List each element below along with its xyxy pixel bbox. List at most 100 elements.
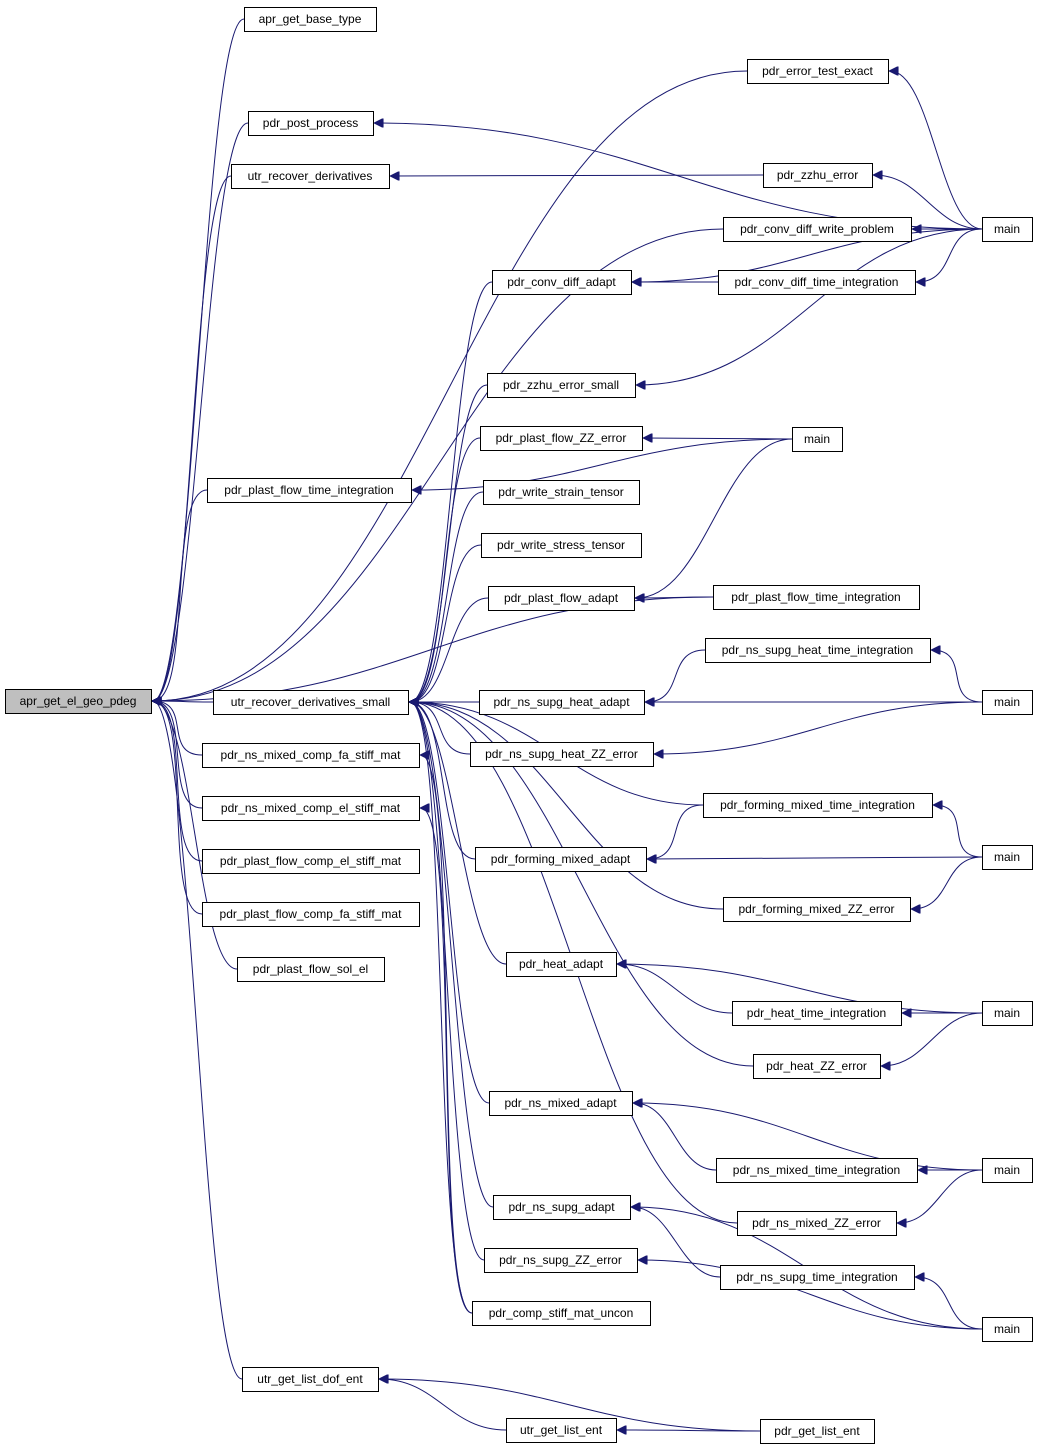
node-box[interactable]: [213, 690, 409, 715]
graph-node-n1[interactable]: apr_get_base_type: [244, 7, 377, 32]
graph-node-n37[interactable]: pdr_ns_mixed_time_integration: [716, 1158, 918, 1183]
node-box[interactable]: [202, 849, 420, 874]
node-box[interactable]: [475, 847, 647, 872]
node-box[interactable]: [202, 796, 420, 821]
graph-node-n32[interactable]: pdr_plast_flow_sol_el: [237, 957, 385, 982]
node-box[interactable]: [763, 163, 873, 188]
graph-node-n42[interactable]: pdr_ns_supg_time_integration: [720, 1265, 915, 1290]
graph-node-n43[interactable]: pdr_comp_stiff_mat_uncon: [472, 1301, 651, 1326]
graph-node-n28[interactable]: pdr_plast_flow_comp_el_stiff_mat: [202, 849, 420, 874]
graph-node-n46[interactable]: utr_get_list_ent: [506, 1418, 617, 1443]
node-box[interactable]: [982, 1317, 1033, 1342]
node-box[interactable]: [737, 1211, 897, 1236]
node-label: pdr_ns_mixed_adapt: [504, 1096, 617, 1110]
node-box[interactable]: [202, 743, 420, 768]
node-box[interactable]: [237, 957, 385, 982]
node-label: apr_get_base_type: [259, 12, 362, 26]
graph-node-n9[interactable]: pdr_conv_diff_time_integration: [718, 270, 916, 295]
graph-node-n25[interactable]: pdr_ns_mixed_comp_el_stiff_mat: [202, 796, 420, 821]
graph-node-n8[interactable]: pdr_conv_diff_adapt: [492, 270, 632, 295]
graph-node-n29[interactable]: pdr_forming_mixed_ZZ_error: [723, 897, 911, 922]
node-box[interactable]: [705, 638, 931, 663]
node-box[interactable]: [481, 533, 642, 558]
node-box[interactable]: [723, 217, 912, 242]
graph-node-n36[interactable]: pdr_ns_mixed_adapt: [489, 1091, 633, 1116]
node-box[interactable]: [248, 111, 374, 136]
graph-node-n27[interactable]: main: [982, 845, 1033, 870]
graph-node-n5[interactable]: pdr_zzhu_error: [763, 163, 873, 188]
graph-node-n44[interactable]: main: [982, 1317, 1033, 1342]
graph-node-n7[interactable]: pdr_conv_diff_write_problem: [723, 217, 912, 242]
node-box[interactable]: [718, 270, 916, 295]
node-box[interactable]: [753, 1054, 881, 1079]
graph-node-n39[interactable]: pdr_ns_mixed_ZZ_error: [737, 1211, 897, 1236]
graph-node-n45[interactable]: utr_get_list_dof_ent: [242, 1367, 379, 1392]
node-box[interactable]: [483, 480, 640, 505]
graph-node-n2[interactable]: pdr_error_test_exact: [747, 59, 889, 84]
node-box[interactable]: [488, 586, 635, 611]
node-box[interactable]: [207, 478, 412, 503]
graph-node-n4[interactable]: utr_recover_derivatives: [231, 164, 390, 189]
graph-node-n24[interactable]: pdr_forming_mixed_time_integration: [703, 793, 933, 818]
graph-node-n15[interactable]: pdr_write_stress_tensor: [481, 533, 642, 558]
graph-node-n30[interactable]: pdr_plast_flow_comp_fa_stiff_mat: [202, 902, 420, 927]
node-box[interactable]: [5, 689, 152, 714]
node-box[interactable]: [703, 793, 933, 818]
graph-node-n18[interactable]: pdr_ns_supg_heat_time_integration: [705, 638, 931, 663]
node-box[interactable]: [470, 742, 654, 767]
node-box[interactable]: [484, 1248, 638, 1273]
edge-line: [648, 857, 983, 859]
graph-node-n26[interactable]: pdr_forming_mixed_adapt: [475, 847, 647, 872]
node-box[interactable]: [506, 952, 617, 977]
node-box[interactable]: [244, 7, 377, 32]
graph-node-n16[interactable]: pdr_plast_flow_adapt: [488, 586, 635, 611]
graph-node-n31[interactable]: pdr_heat_adapt: [506, 952, 617, 977]
node-box[interactable]: [732, 1001, 902, 1026]
node-box[interactable]: [792, 427, 843, 452]
node-box[interactable]: [492, 270, 632, 295]
node-box[interactable]: [480, 426, 643, 451]
node-box[interactable]: [982, 217, 1033, 242]
node-box[interactable]: [720, 1265, 915, 1290]
graph-node-n10[interactable]: pdr_zzhu_error_small: [487, 373, 636, 398]
node-box[interactable]: [202, 902, 420, 927]
node-box[interactable]: [982, 1001, 1033, 1026]
node-box[interactable]: [479, 690, 645, 715]
node-box[interactable]: [982, 690, 1033, 715]
graph-node-n33[interactable]: pdr_heat_time_integration: [732, 1001, 902, 1026]
node-box[interactable]: [493, 1195, 631, 1220]
node-box[interactable]: [487, 373, 636, 398]
graph-node-n6[interactable]: main: [982, 217, 1033, 242]
node-box[interactable]: [716, 1158, 918, 1183]
graph-node-n12[interactable]: main: [792, 427, 843, 452]
node-box[interactable]: [472, 1301, 651, 1326]
graph-node-n20[interactable]: pdr_ns_supg_heat_adapt: [479, 690, 645, 715]
node-box[interactable]: [489, 1091, 633, 1116]
graph-node-n23[interactable]: pdr_ns_supg_heat_ZZ_error: [470, 742, 654, 767]
graph-node-n34[interactable]: main: [982, 1001, 1033, 1026]
graph-node-n13[interactable]: pdr_plast_flow_time_integration: [207, 478, 412, 503]
graph-node-n47[interactable]: pdr_get_list_ent: [760, 1419, 875, 1444]
graph-node-n3[interactable]: pdr_post_process: [248, 111, 374, 136]
node-box[interactable]: [723, 897, 911, 922]
node-box[interactable]: [982, 1158, 1033, 1183]
graph-node-n14[interactable]: pdr_write_strain_tensor: [483, 480, 640, 505]
node-box[interactable]: [747, 59, 889, 84]
graph-node-n40[interactable]: pdr_ns_supg_adapt: [493, 1195, 631, 1220]
graph-node-n21[interactable]: main: [982, 690, 1033, 715]
graph-node-n0[interactable]: apr_get_el_geo_pdeg: [5, 689, 152, 714]
graph-node-n11[interactable]: pdr_plast_flow_ZZ_error: [480, 426, 643, 451]
node-box[interactable]: [242, 1367, 379, 1392]
node-box[interactable]: [760, 1419, 875, 1444]
graph-node-n41[interactable]: pdr_ns_supg_ZZ_error: [484, 1248, 638, 1273]
graph-node-n35[interactable]: pdr_heat_ZZ_error: [753, 1054, 881, 1079]
graph-node-n38[interactable]: main: [982, 1158, 1033, 1183]
node-label: pdr_ns_supg_heat_time_integration: [722, 643, 913, 657]
node-box[interactable]: [982, 845, 1033, 870]
node-box[interactable]: [231, 164, 390, 189]
graph-node-n19[interactable]: utr_recover_derivatives_small: [213, 690, 409, 715]
node-box[interactable]: [713, 585, 920, 610]
graph-node-n22[interactable]: pdr_ns_mixed_comp_fa_stiff_mat: [202, 743, 420, 768]
node-box[interactable]: [506, 1418, 617, 1443]
graph-node-n17[interactable]: pdr_plast_flow_time_integration: [713, 585, 920, 610]
